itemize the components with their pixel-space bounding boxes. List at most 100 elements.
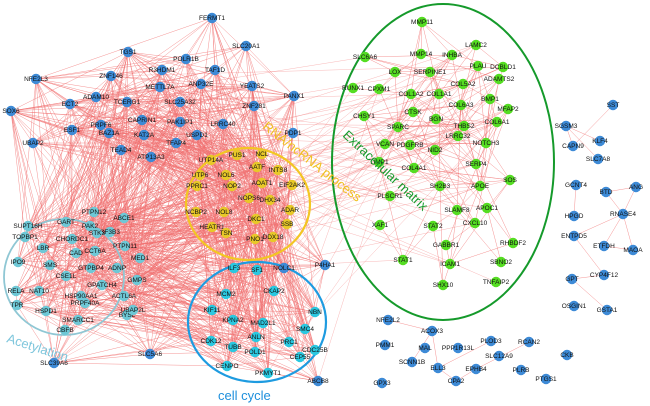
edge bbox=[195, 169, 279, 213]
edge bbox=[232, 126, 399, 321]
edge bbox=[45, 310, 212, 342]
node-label: NOPS6 bbox=[238, 195, 260, 202]
node-gtpbp4: GTPBP4 bbox=[78, 262, 104, 274]
node-marker bbox=[397, 254, 409, 266]
edge bbox=[288, 88, 380, 343]
node-label: MAOA bbox=[623, 247, 643, 254]
edge bbox=[232, 153, 263, 348]
node-label: PNO1 bbox=[246, 236, 264, 243]
edge bbox=[435, 78, 500, 120]
node-pdp1: PDP1 bbox=[285, 127, 302, 139]
edge bbox=[379, 224, 404, 261]
node-marker bbox=[406, 356, 418, 368]
node-label: GPT bbox=[565, 276, 578, 283]
edge bbox=[32, 17, 213, 144]
node-slc39a6: SLC39A6 bbox=[40, 357, 68, 369]
node-label: CAPRIN1 bbox=[128, 117, 157, 124]
edge bbox=[269, 199, 301, 358]
node-shx10: SHX10 bbox=[433, 279, 454, 291]
node-col1a1: COL1A1 bbox=[427, 88, 452, 100]
node-marker bbox=[22, 220, 34, 232]
node-label: PUS1 bbox=[229, 152, 246, 159]
node-ptpn11: PTPN11 bbox=[113, 240, 137, 252]
node-marker bbox=[220, 169, 232, 181]
edge bbox=[95, 96, 487, 144]
node-label: METTL7A bbox=[145, 84, 175, 91]
node-label: ACOX3 bbox=[421, 328, 443, 335]
edge bbox=[387, 319, 433, 332]
node-label: KLF4 bbox=[592, 138, 608, 145]
node-label: PDP1 bbox=[285, 130, 302, 137]
edge bbox=[254, 166, 258, 240]
node-label: SLC5A6 bbox=[138, 351, 163, 358]
node-label: NOP2 bbox=[223, 183, 241, 190]
node-plau: PLAU bbox=[470, 60, 487, 72]
node-pprc1: PPRC1 bbox=[186, 180, 208, 192]
edge bbox=[394, 71, 464, 85]
node-label: PPP1R13L bbox=[442, 345, 475, 352]
node-marker bbox=[429, 144, 441, 156]
node-marker bbox=[617, 208, 629, 220]
edge bbox=[434, 149, 476, 224]
node-marker bbox=[359, 51, 371, 63]
node-marker bbox=[27, 137, 39, 149]
node-label: PRPF40A bbox=[71, 300, 101, 307]
node-label: HPGD bbox=[565, 213, 584, 220]
node-marker bbox=[523, 336, 535, 348]
node-marker bbox=[358, 110, 370, 122]
edge bbox=[71, 101, 181, 131]
node-marker bbox=[570, 179, 582, 191]
node-supt16h: SUPT16H bbox=[13, 220, 43, 232]
edge bbox=[572, 104, 614, 147]
node-marker bbox=[206, 12, 218, 24]
edge bbox=[110, 65, 479, 77]
node-marker bbox=[281, 218, 293, 230]
node-marker bbox=[64, 98, 76, 110]
edge bbox=[475, 163, 514, 244]
edge bbox=[449, 242, 514, 265]
edge bbox=[421, 21, 453, 56]
node-marker bbox=[40, 305, 52, 317]
node-aatf: AATF bbox=[249, 161, 265, 173]
node-pkmyt1: PKMYT1 bbox=[255, 367, 281, 379]
node-label: ZNF281 bbox=[242, 103, 266, 110]
edge bbox=[439, 185, 444, 286]
node-label: SMARCC1 bbox=[62, 317, 94, 324]
node-label: DCBLD1 bbox=[490, 64, 516, 71]
node-marker bbox=[131, 274, 143, 286]
node-anln: ANLN bbox=[247, 331, 265, 343]
node-label: CHSY1 bbox=[353, 113, 375, 120]
node-slamf8: SLAMF8 bbox=[444, 204, 470, 216]
node-label: CXCL10 bbox=[463, 220, 488, 227]
edge bbox=[273, 290, 306, 330]
node-col5a2: COL5A2 bbox=[451, 78, 476, 90]
node-marker bbox=[540, 373, 552, 385]
node-marker bbox=[430, 113, 442, 125]
node-label: NOLC1 bbox=[273, 265, 295, 272]
edge bbox=[236, 95, 295, 156]
edge bbox=[126, 211, 197, 316]
edge bbox=[75, 166, 258, 254]
node-pno1: PNO1 bbox=[246, 233, 264, 245]
edge bbox=[161, 69, 224, 125]
edge bbox=[17, 257, 141, 263]
node-label: SERP4 bbox=[465, 161, 487, 168]
edge bbox=[196, 185, 264, 324]
edge bbox=[211, 174, 227, 228]
node-tgs1: TGS1 bbox=[120, 46, 137, 58]
node-marker bbox=[392, 121, 404, 133]
node-label: MCM2 bbox=[216, 291, 236, 298]
node-label: LOX bbox=[388, 69, 402, 76]
node-label: RHBDF2 bbox=[500, 240, 526, 247]
node-marker bbox=[287, 127, 299, 139]
edge bbox=[364, 56, 464, 85]
node-marker bbox=[251, 161, 263, 173]
node-label: CSE1L bbox=[56, 273, 77, 280]
node-label: STAT1 bbox=[393, 257, 413, 264]
edge bbox=[159, 86, 224, 125]
edge bbox=[451, 54, 462, 106]
edge bbox=[80, 295, 228, 367]
edge bbox=[363, 83, 464, 117]
node-marker bbox=[384, 190, 396, 202]
node-polr1b: POLR1B bbox=[173, 53, 199, 65]
